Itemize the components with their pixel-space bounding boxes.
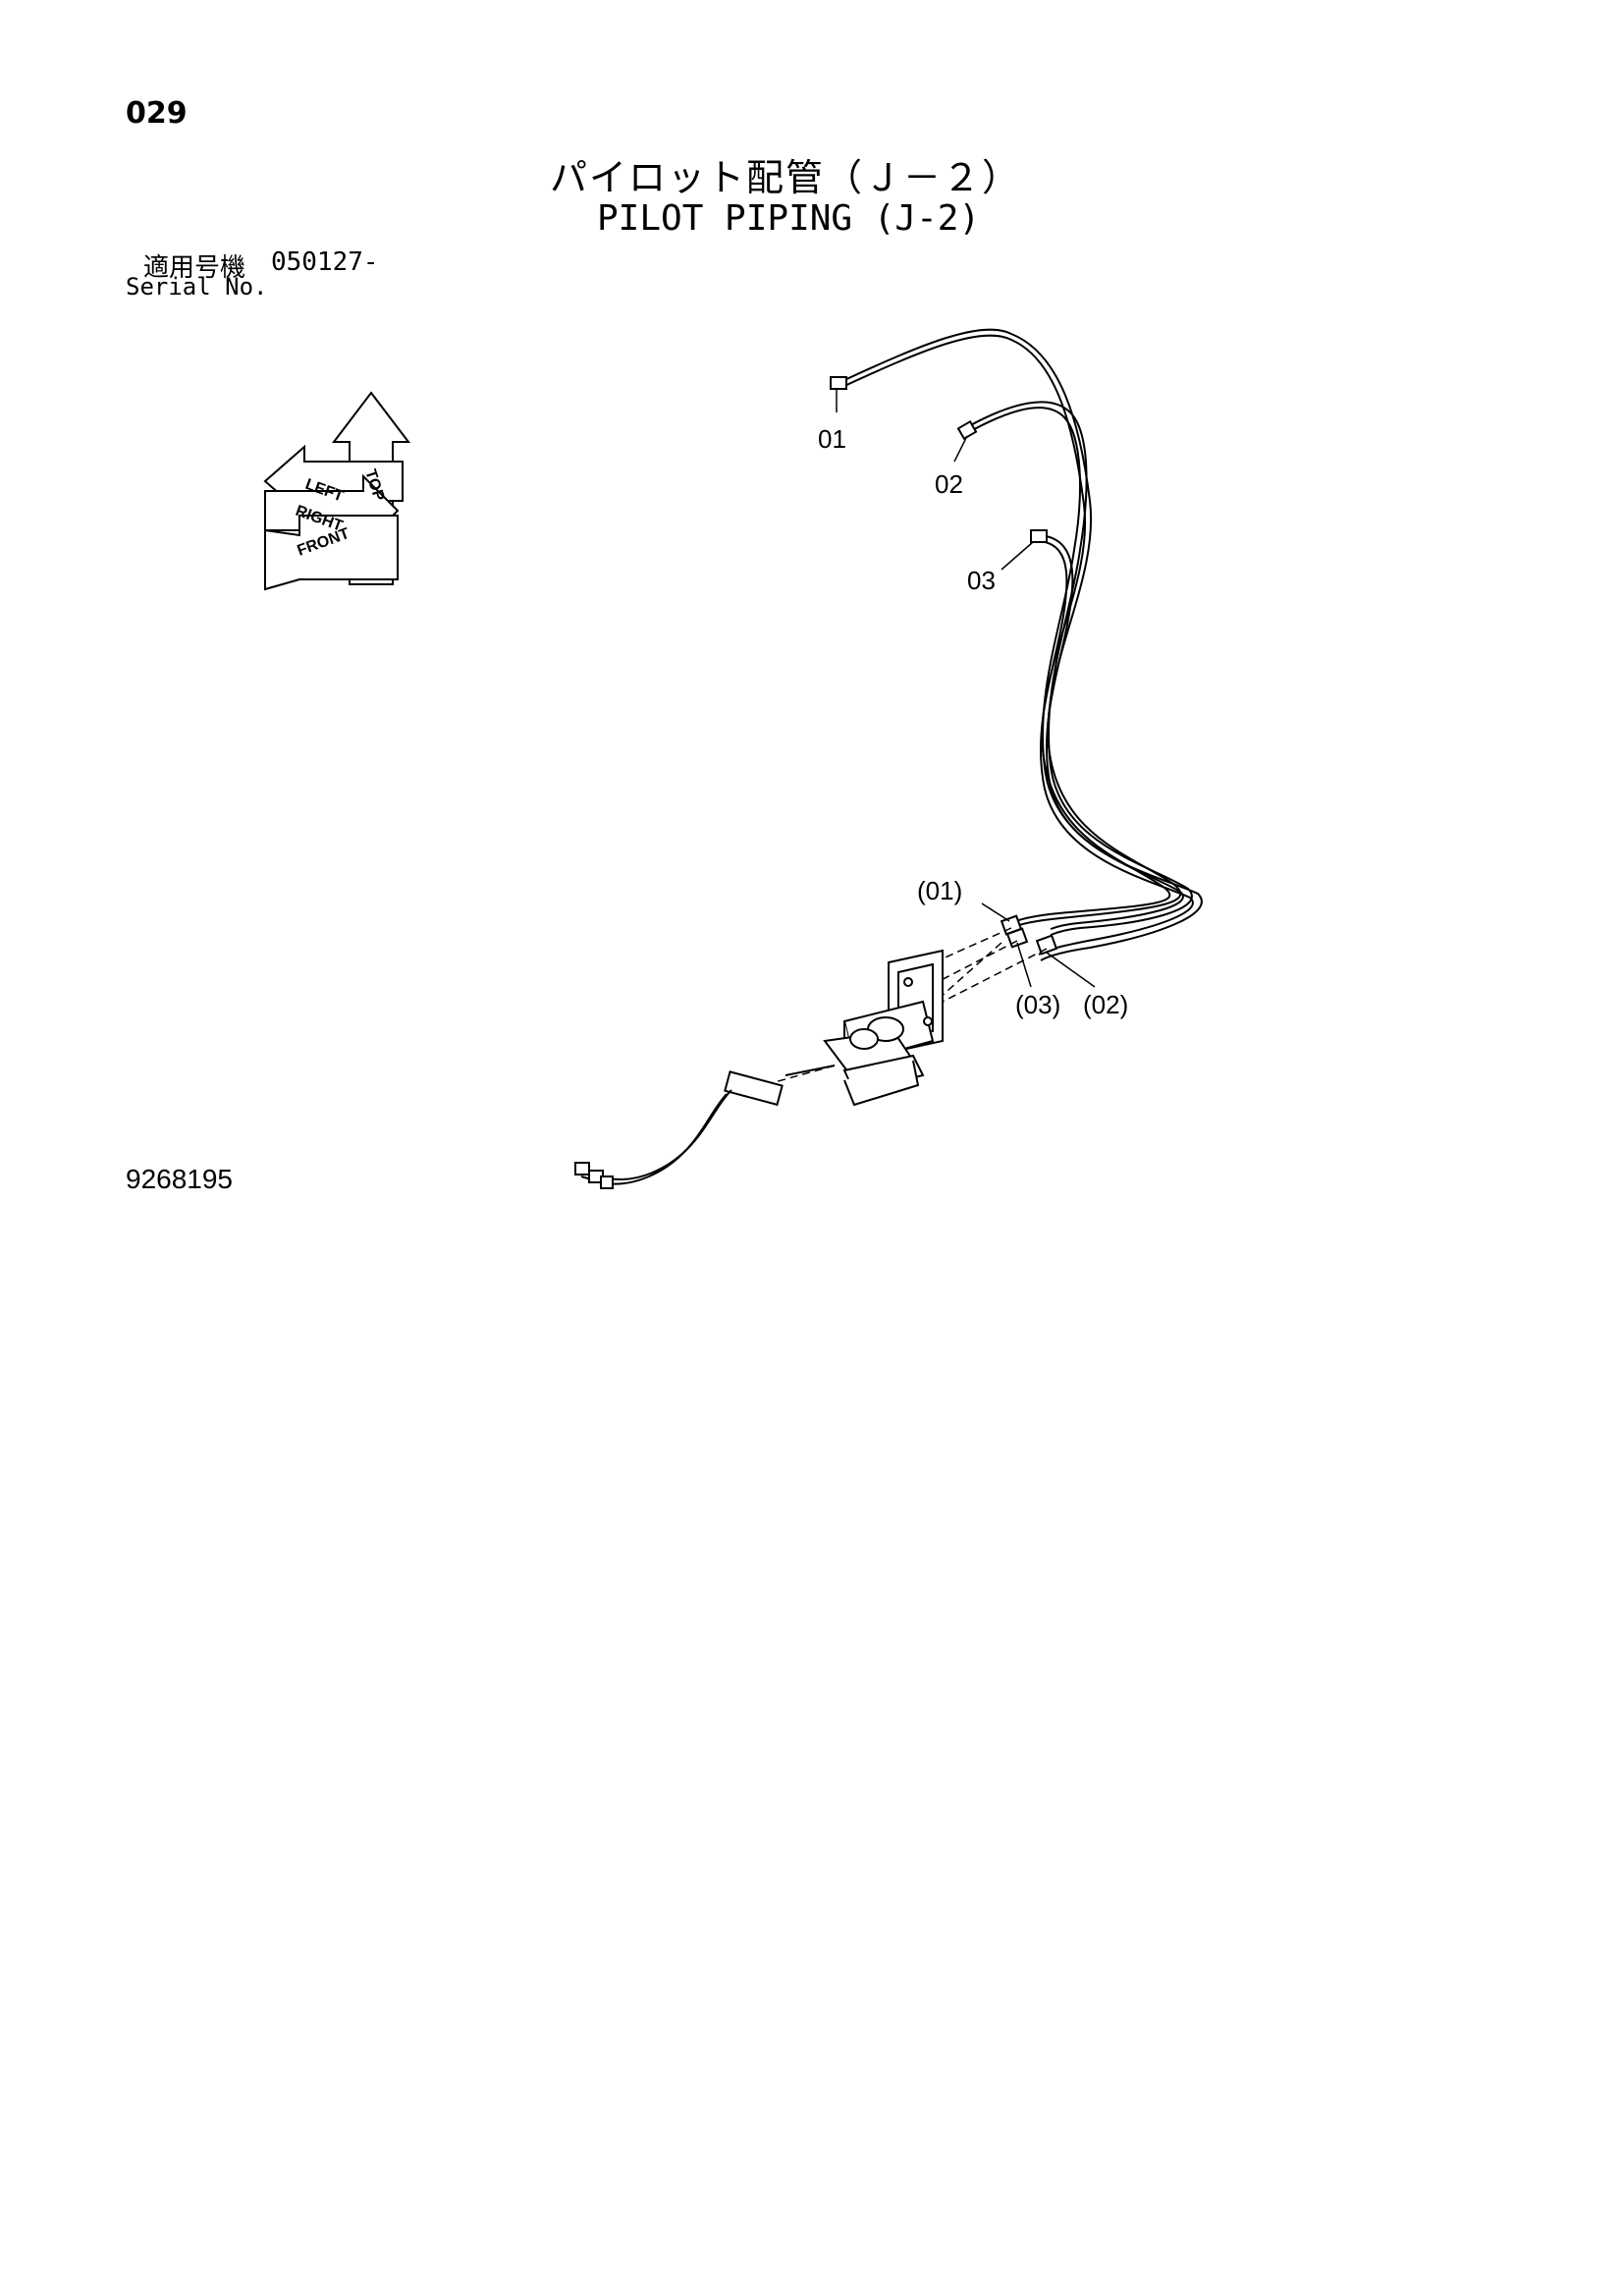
leader-lines bbox=[836, 389, 1096, 988]
callout-03-ref: (03) bbox=[1015, 990, 1060, 1019]
harness bbox=[574, 1065, 836, 1189]
orientation-symbol: TOP LEFT RIGHT FRONT bbox=[263, 391, 411, 591]
serial-label-jp: 適用号機 bbox=[143, 253, 246, 283]
serial-value: 050127- bbox=[271, 247, 379, 277]
page-number: 029 bbox=[126, 96, 188, 131]
valve-fittings bbox=[1000, 914, 1058, 956]
page-title-jp: パイロット配管（Ｊ－２） bbox=[550, 156, 1022, 199]
hose-end-fittings bbox=[830, 376, 1048, 543]
drawing-number: 9268195 bbox=[126, 1164, 234, 1194]
pilot-valve-assembly bbox=[823, 949, 944, 1107]
callout-01-ref: (01) bbox=[917, 876, 962, 905]
serial-label-en: Serial No. bbox=[126, 273, 268, 301]
callout-03: 03 bbox=[967, 566, 996, 595]
callout-02-ref: (02) bbox=[1083, 990, 1128, 1019]
page-title-en: PILOT PIPING (J-2) bbox=[597, 198, 981, 239]
callout-01: 01 bbox=[818, 424, 846, 454]
pilot-hoses bbox=[841, 328, 1203, 961]
callout-02: 02 bbox=[935, 469, 963, 499]
